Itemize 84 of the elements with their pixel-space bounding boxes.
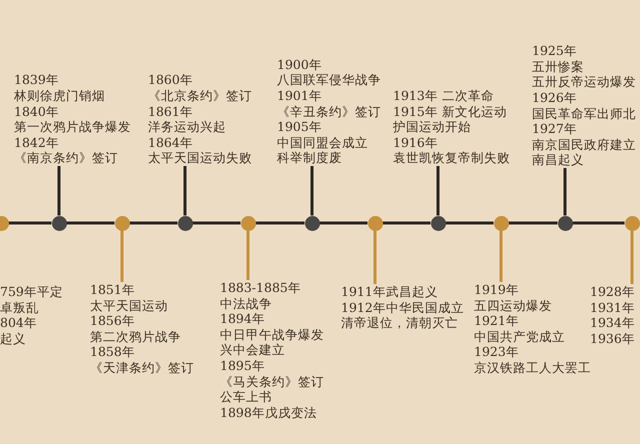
timeline-line xyxy=(382,222,430,224)
event-text: 八国联军侵华战争 xyxy=(277,72,381,88)
event-text: 1864年 xyxy=(148,134,194,150)
event-text: 《南京条约》签订 xyxy=(14,150,119,166)
timeline-line xyxy=(130,222,178,224)
event-text: 1913年 二次革命 xyxy=(393,88,495,104)
leader-line xyxy=(58,166,60,216)
event-text: 《天津条约》签订 xyxy=(90,360,194,376)
leader-line xyxy=(120,230,124,282)
timeline-line xyxy=(508,222,558,224)
event-text: 第二次鸦片战争 xyxy=(90,328,182,344)
event-text: 太平天国运动 xyxy=(90,298,169,314)
leader-line xyxy=(310,166,314,216)
event-text: 1921年 xyxy=(474,313,520,329)
leader-line xyxy=(184,166,186,216)
event-text: 759年平定 xyxy=(0,284,63,300)
event-text: 1928年 xyxy=(590,284,635,300)
leader-line xyxy=(630,230,634,284)
event-text: 第一次鸦片战争爆发 xyxy=(14,119,131,135)
event-text: 804年 xyxy=(0,315,38,331)
timeline-line xyxy=(446,222,494,224)
leader-line xyxy=(246,230,250,280)
event-text: 1916年 xyxy=(393,134,439,150)
event-text: 太平天国运动失败 xyxy=(148,150,252,166)
event-text: 起义 xyxy=(0,330,27,346)
event-text: 1883-1885年 xyxy=(220,280,302,296)
leader-line xyxy=(564,168,566,216)
timeline-line xyxy=(320,222,368,224)
event-text: 1923年 xyxy=(474,344,520,360)
event-text: 1931年 xyxy=(590,300,635,316)
event-text: 1842年 xyxy=(14,134,60,150)
event-text: 《北京条约》签订 xyxy=(148,88,252,104)
event-text: 五卅惨案 xyxy=(532,58,585,74)
event-text: 1840年 xyxy=(14,104,60,120)
event-text: 科举制度废 xyxy=(277,150,343,166)
event-text: 《辛丑条约》签订 xyxy=(277,104,381,120)
event-text: 1934年 xyxy=(590,315,635,331)
event-text: 1898年戊戌变法 xyxy=(220,404,318,420)
timeline-line xyxy=(192,222,240,224)
timeline-line xyxy=(8,222,52,224)
event-text: 《马关条约》签订 xyxy=(220,374,324,390)
leader-line xyxy=(500,230,502,282)
event-text: 1905年 xyxy=(277,119,323,135)
event-text: 京汉铁路工人大罢工 xyxy=(474,360,591,376)
event-text: 1858年 xyxy=(90,344,136,360)
event-text: 1936年 xyxy=(590,330,635,346)
event-text: 南京国民政府建立 xyxy=(532,136,636,152)
event-text: 中国共产党成立 xyxy=(474,328,566,344)
event-text: 卓叛乱 xyxy=(0,300,40,316)
event-text: 1919年 xyxy=(474,282,520,298)
event-text: 1860年 xyxy=(148,72,194,88)
event-text: 1901年 xyxy=(277,88,323,104)
event-text: 南昌起义 xyxy=(532,152,585,168)
event-text: 1894年 xyxy=(220,311,266,327)
event-text: 国民革命军出师北 xyxy=(532,106,636,122)
event-text: 袁世凯恢复帝制失败 xyxy=(393,150,510,166)
event-text: 中日甲午战争爆发 xyxy=(220,326,324,342)
event-text: 五卅反帝运动爆发 xyxy=(532,74,636,90)
event-text: 1895年 xyxy=(220,358,266,374)
event-text: 1851年 xyxy=(90,282,136,298)
event-text: 1839年 xyxy=(14,72,60,88)
timeline-line xyxy=(256,222,304,224)
event-text: 1925年 xyxy=(532,43,578,59)
event-text: 清帝退位，清朝灭亡 xyxy=(341,315,459,331)
event-text: 1926年 xyxy=(532,90,578,106)
event-text: 1912年中华民国成立 xyxy=(341,300,464,316)
event-text: 1911年武昌起义 xyxy=(341,284,439,300)
leader-line xyxy=(436,166,440,216)
event-text: 1927年 xyxy=(532,121,578,137)
event-text: 洋务运动兴起 xyxy=(148,119,227,135)
timeline-line xyxy=(572,222,624,224)
event-text: 1856年 xyxy=(90,313,136,329)
event-text: 五四运动爆发 xyxy=(474,298,553,314)
event-text: 兴中会建立 xyxy=(220,342,286,358)
event-text: 中国同盟会成立 xyxy=(277,134,369,150)
event-text: 1900年 xyxy=(277,56,323,72)
event-text: 1915年 新文化运动 xyxy=(393,104,508,120)
event-text: 林则徐虎门销烟 xyxy=(14,88,106,104)
event-text: 1861年 xyxy=(148,104,194,120)
leader-line xyxy=(374,230,376,284)
event-text: 护国运动开始 xyxy=(393,119,472,135)
event-text: 中法战争 xyxy=(220,296,273,312)
event-text: 公车上书 xyxy=(220,389,273,405)
timeline-line xyxy=(66,222,114,224)
